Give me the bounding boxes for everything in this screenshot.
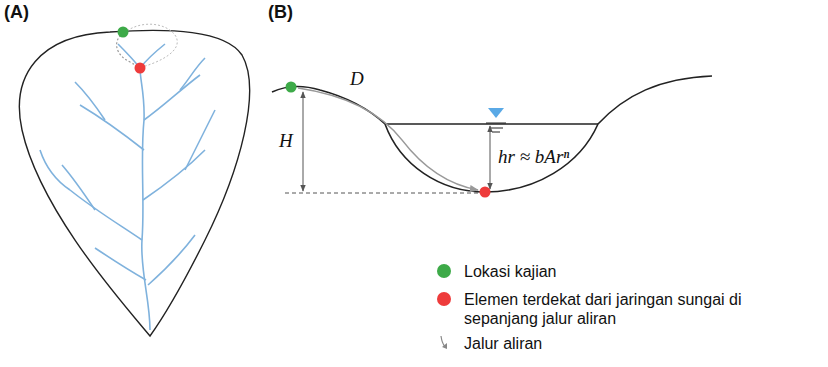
depth-formula: hr ≈ bArⁿ [498,146,569,168]
legend-item: Lokasi kajian [436,262,557,281]
panel-label: (B) [268,2,293,23]
river-element-dot [135,63,146,74]
legend-text: Elemen terdekat dari jaringan sungai di … [464,290,784,328]
legend-text: Lokasi kajian [464,262,557,281]
flow-path [117,33,137,66]
river-element-dot [480,187,491,198]
height-arrow [303,92,304,191]
legend-text: Jalur aliran [464,334,542,353]
legend-swatch [436,291,452,307]
swatch-dot [437,292,451,306]
swatch-dot [437,264,451,278]
legend-item: Elemen terdekat dari jaringan sungai di … [436,290,784,328]
study-site-dot [118,27,129,38]
river-network [40,44,215,330]
study-site-dot [286,82,297,93]
legend-item: Jalur aliran [436,334,542,353]
flow-arrow-head [442,343,447,349]
water-level-symbol [486,108,506,132]
datum-line [285,193,482,194]
height-label: H [279,130,293,152]
depth-arrow [490,126,491,189]
catchment-outline [19,30,249,336]
legend-swatch [436,263,452,279]
water-surface [385,123,598,124]
legend-line-sample [436,335,452,351]
ground-profile [272,76,712,192]
flow-distance-arrow [298,88,478,190]
panel-label: (A) [4,2,29,23]
flow-path-outline [124,24,177,67]
distance-label: D [350,68,364,90]
